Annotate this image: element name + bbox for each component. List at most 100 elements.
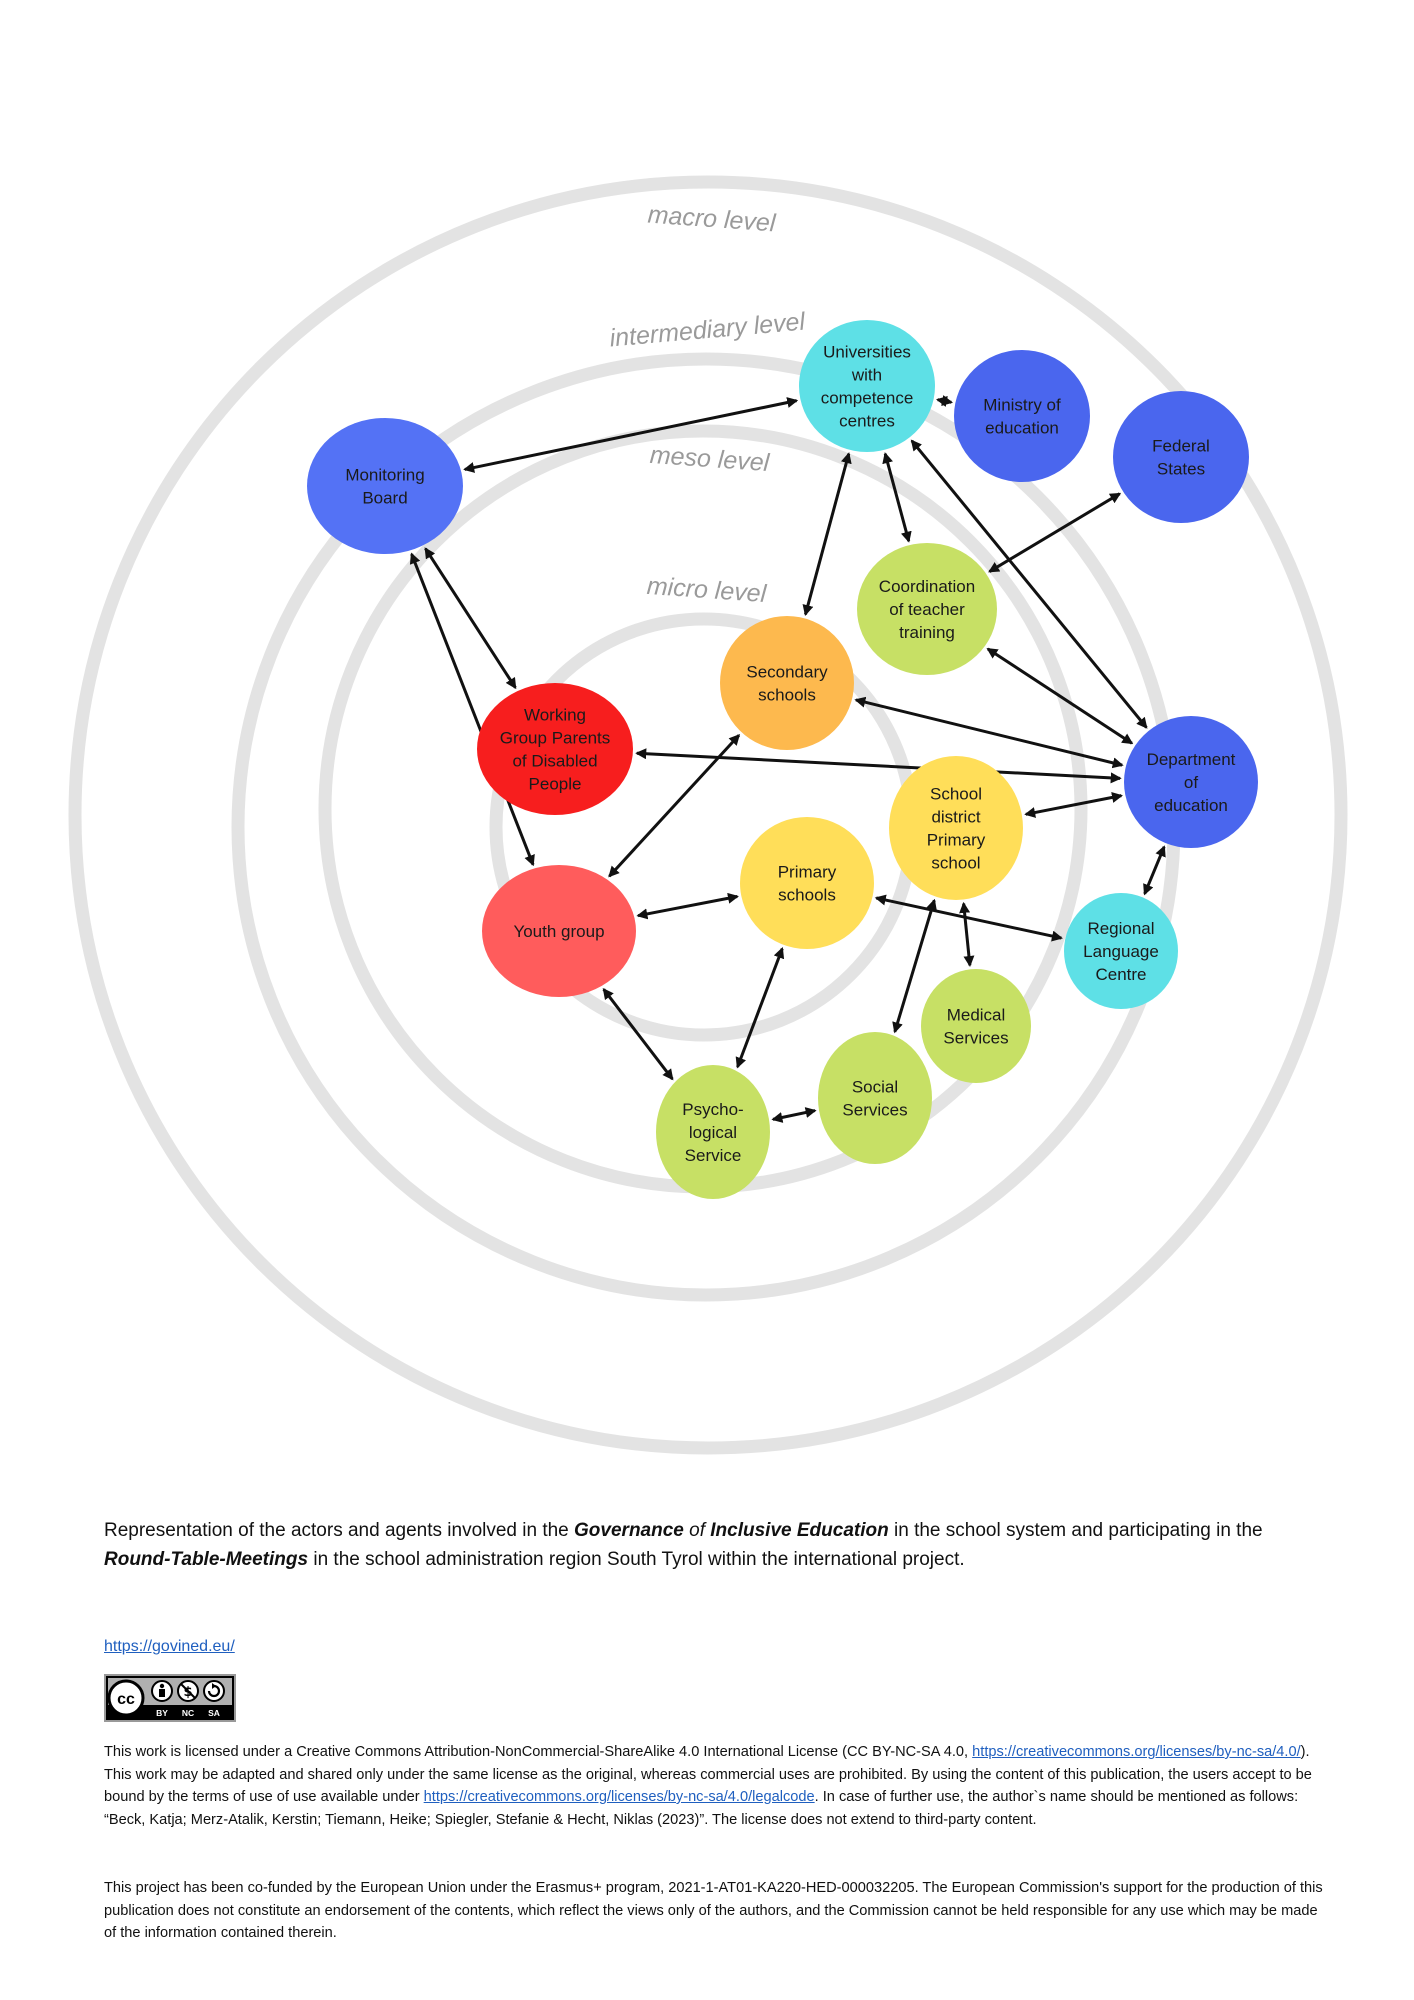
node-department-label: education xyxy=(1154,796,1228,815)
arrow-monitoring-universities xyxy=(463,397,799,473)
node-medical-circle xyxy=(921,969,1031,1083)
arrow-social-psycho xyxy=(771,1107,817,1123)
node-universities-label: centres xyxy=(839,412,895,431)
node-monitoring-label: Board xyxy=(362,489,407,508)
project-website-link[interactable]: https://govined.eu/ xyxy=(104,1638,235,1655)
arrow-youth-psycho xyxy=(602,988,674,1081)
node-secondary-label: Secondary xyxy=(746,663,828,682)
node-primary-label: schools xyxy=(778,886,836,905)
node-psycho-label: Psycho- xyxy=(682,1100,743,1119)
legalcode-link[interactable]: https://creativecommons.org/licenses/by-… xyxy=(423,1789,815,1805)
node-ministry-label: Ministry of xyxy=(983,396,1061,415)
node-secondary-circle xyxy=(720,616,854,750)
node-social-label: Social xyxy=(852,1078,898,1097)
node-department: Department of education xyxy=(1124,716,1258,848)
arrow-schooldistrict-medical xyxy=(959,901,975,967)
node-secondary-label: schools xyxy=(758,686,816,705)
arrow-monitoring-working xyxy=(424,547,517,690)
arrow-coordination-department xyxy=(986,647,1134,745)
node-universities-label: Universities xyxy=(823,343,911,362)
node-coordination-label: Coordination xyxy=(879,577,975,596)
level-label-0: macro level xyxy=(647,201,778,238)
cc-license-badge: cc $ BY NC SA xyxy=(104,1674,236,1722)
license-statement: This work is licensed under a Creative C… xyxy=(104,1741,1324,1831)
arrow-federal-coordination xyxy=(988,492,1122,573)
license-text-3: . In case of further use, the author`s n… xyxy=(104,1789,1299,1828)
node-psycho-circle xyxy=(656,1065,770,1199)
funding-statement: This project has been co-funded by the E… xyxy=(104,1880,1323,1941)
caption-text-3: in the school administration region Sout… xyxy=(308,1549,965,1570)
node-department-label: Department xyxy=(1147,750,1236,769)
node-working-label: Working xyxy=(524,706,586,725)
node-coordination-label: training xyxy=(899,623,955,642)
level-ring-0 xyxy=(68,175,1348,1455)
node-ministry-circle xyxy=(954,350,1090,482)
node-universities-circle xyxy=(799,320,935,452)
arrow-primary-regional xyxy=(874,894,1063,942)
arrow-universities-secondary xyxy=(802,452,852,617)
node-secondary: Secondary schools xyxy=(720,616,854,750)
arrow-universities-ministry xyxy=(935,395,954,407)
license-text-2: ). This work may be adapted and shared o… xyxy=(104,1744,1312,1805)
arrow-department-schooldistrict xyxy=(1024,792,1123,818)
actor-nodes: MonitoringBoardUniversitieswithcompetenc… xyxy=(307,320,1258,1199)
node-psycho-label: Service xyxy=(685,1146,742,1165)
node-ministry-label: education xyxy=(985,419,1059,438)
node-primary-label: Primary xyxy=(778,863,837,882)
node-ministry: Ministry of education xyxy=(954,350,1090,482)
node-monitoring-circle xyxy=(307,418,463,554)
arrow-youth-primary xyxy=(636,892,739,920)
node-coordination-circle xyxy=(857,543,997,675)
caption-bold-2: Inclusive Education xyxy=(710,1520,889,1541)
svg-text:NC: NC xyxy=(182,1708,194,1718)
node-schooldistrict-circle xyxy=(889,756,1023,900)
node-medical-label: Services xyxy=(943,1029,1008,1048)
node-universities-label: competence xyxy=(821,389,914,408)
node-psycho-label: logical xyxy=(689,1123,737,1142)
svg-text:BY: BY xyxy=(156,1708,168,1718)
node-working-label: People xyxy=(529,775,582,794)
node-social-circle xyxy=(818,1032,932,1164)
node-working-label: Group Parents xyxy=(500,729,611,748)
node-social-label: Services xyxy=(842,1101,907,1120)
caption-italic-1: of xyxy=(689,1520,705,1541)
node-regional-label: Centre xyxy=(1095,965,1146,984)
level-label-3: micro level xyxy=(646,572,769,608)
license-link[interactable]: https://creativecommons.org/licenses/by-… xyxy=(972,1744,1301,1760)
node-youth-label: Youth group xyxy=(513,922,604,941)
caption-bold-1: Governance xyxy=(574,1520,684,1541)
node-department-label: of xyxy=(1184,773,1198,792)
caption-bold-3: Round-Table-Meetings xyxy=(104,1549,309,1570)
node-schooldistrict-label: Primary xyxy=(927,831,986,850)
node-schooldistrict-label: School xyxy=(930,785,982,804)
node-medical-label: Medical xyxy=(947,1006,1006,1025)
caption-text-2: in the school system and participating i… xyxy=(888,1520,1263,1541)
node-working-circle xyxy=(477,683,633,815)
arrow-universities-coordination xyxy=(882,452,912,543)
svg-text:cc: cc xyxy=(117,1691,135,1708)
node-federal-circle xyxy=(1113,391,1249,523)
node-department-circle xyxy=(1124,716,1258,848)
node-regional-label: Regional xyxy=(1087,919,1154,938)
license-text-1: This work is licensed under a Creative C… xyxy=(104,1744,973,1760)
node-primary: Primary schools xyxy=(740,817,874,949)
caption-text-1: Representation of the actors and agents … xyxy=(104,1520,575,1541)
cc-icon xyxy=(107,1679,145,1717)
node-schooldistrict-label: school xyxy=(931,854,980,873)
sharealike-icon xyxy=(203,1680,225,1702)
node-schooldistrict-label: district xyxy=(931,808,980,827)
node-youth-circle xyxy=(482,865,636,997)
svg-text:SA: SA xyxy=(208,1708,220,1718)
node-regional-label: Language xyxy=(1083,942,1159,961)
node-monitoring-label: Monitoring xyxy=(345,466,424,485)
svg-text:$: $ xyxy=(183,1685,192,1700)
node-working-label: of Disabled xyxy=(512,752,597,771)
